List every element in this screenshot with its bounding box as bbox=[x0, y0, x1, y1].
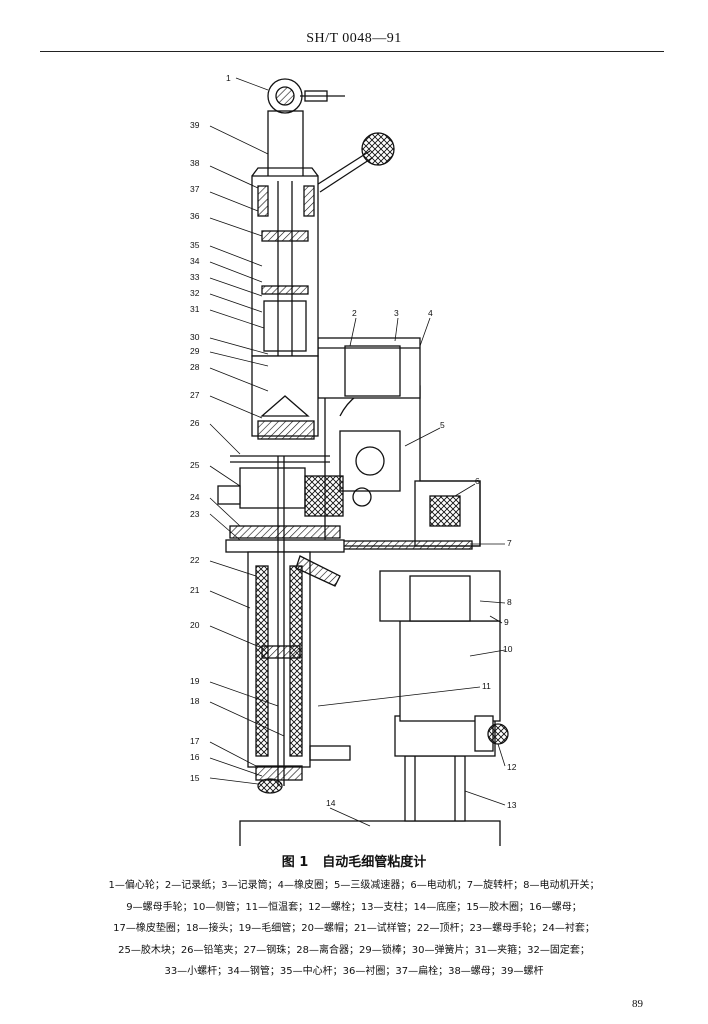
legend-line: 1—偏心轮；2—记录纸；3—记录筒；4—橡皮圈；5—三级减速器；6—电动机；7—… bbox=[108, 880, 600, 891]
callout-4: 4 bbox=[428, 308, 433, 318]
callout-5: 5 bbox=[440, 420, 445, 430]
callout-27: 27 bbox=[190, 390, 200, 400]
callout-34: 34 bbox=[190, 256, 200, 266]
callout-7: 7 bbox=[507, 538, 512, 548]
callout-26: 26 bbox=[190, 418, 200, 428]
legend-line: 9—螺母手轮；10—侧管；11—恒温套；12—螺栓；13—支柱；14—底座；15… bbox=[126, 901, 582, 913]
callout-32: 32 bbox=[190, 288, 200, 298]
legend-line: 25—胶木块；26—铅笔夹；27—钢珠；28—离合器；29—锁棒；30—弹簧片；… bbox=[118, 944, 590, 956]
support-column bbox=[404, 755, 466, 822]
viscometer-schematic: 1 39 38 37 36 35 34 33 32 31 30 29 28 27… bbox=[190, 73, 517, 846]
callout-1: 1 bbox=[226, 73, 231, 83]
callout-22: 22 bbox=[190, 555, 200, 565]
standard-code: SH/T 0048—91 bbox=[306, 31, 402, 46]
callout-16: 16 bbox=[190, 752, 200, 762]
callout-11: 11 bbox=[482, 681, 491, 691]
callout-30: 30 bbox=[190, 332, 200, 342]
callout-17: 17 bbox=[190, 736, 200, 746]
bolt-knob bbox=[487, 723, 509, 745]
figure-caption: 图 1 自动毛细管粘度计 bbox=[0, 851, 708, 870]
callout-28: 28 bbox=[190, 362, 200, 372]
legend-line: 33—小螺杆；34—钢管；35—中心杆；36—衬圈；37—扁栓；38—螺母；39… bbox=[164, 966, 544, 977]
header-rule bbox=[40, 51, 664, 52]
callout-12: 12 bbox=[507, 762, 517, 772]
handle-knob bbox=[361, 132, 395, 166]
callout-18: 18 bbox=[190, 696, 200, 706]
callout-31: 31 bbox=[190, 304, 200, 314]
callout-23: 23 bbox=[190, 509, 200, 519]
callout-8: 8 bbox=[507, 597, 512, 607]
callout-21: 21 bbox=[190, 585, 200, 595]
callout-19: 19 bbox=[190, 676, 200, 686]
page-number: 89 bbox=[632, 998, 643, 1010]
legend-line: 17—橡皮垫圈；18—接头；19—毛细管；20—螺帽；21—试样管；22—顶杆；… bbox=[113, 923, 595, 934]
callout-25: 25 bbox=[190, 460, 200, 470]
callout-38: 38 bbox=[190, 158, 200, 168]
thermostat-jacket bbox=[399, 620, 501, 722]
page-header: SH/T 0048—91 bbox=[0, 31, 708, 53]
callout-3: 3 bbox=[394, 308, 399, 318]
callout-9: 9 bbox=[504, 617, 509, 627]
callout-labels: 1 39 38 37 36 35 34 33 32 31 30 29 28 27… bbox=[190, 73, 517, 810]
callout-36: 36 bbox=[190, 211, 200, 221]
callout-29: 29 bbox=[190, 346, 200, 356]
base-plate bbox=[239, 820, 501, 846]
callout-10: 10 bbox=[503, 644, 513, 654]
callout-6: 6 bbox=[475, 476, 480, 486]
chart-drum bbox=[317, 337, 421, 399]
callout-15: 15 bbox=[190, 773, 200, 783]
callout-14: 14 bbox=[326, 798, 336, 808]
callout-13: 13 bbox=[507, 800, 517, 810]
figure-drawing: 1 39 38 37 36 35 34 33 32 31 30 29 28 27… bbox=[0, 56, 708, 846]
callout-20: 20 bbox=[190, 620, 200, 630]
callout-37: 37 bbox=[190, 184, 200, 194]
callout-35: 35 bbox=[190, 240, 200, 250]
callout-24: 24 bbox=[190, 492, 200, 502]
figure-legend: 1—偏心轮；2—记录纸；3—记录筒；4—橡皮圈；5—三级减速器；6—电动机；7—… bbox=[30, 875, 678, 983]
figure-title: 自动毛细管粘度计 bbox=[322, 855, 427, 870]
callout-2: 2 bbox=[352, 308, 357, 318]
bakelite-block bbox=[304, 475, 344, 517]
callout-33: 33 bbox=[190, 272, 200, 282]
figure-number: 图 1 bbox=[281, 855, 309, 870]
main-column bbox=[267, 110, 304, 182]
callout-39: 39 bbox=[190, 120, 200, 130]
